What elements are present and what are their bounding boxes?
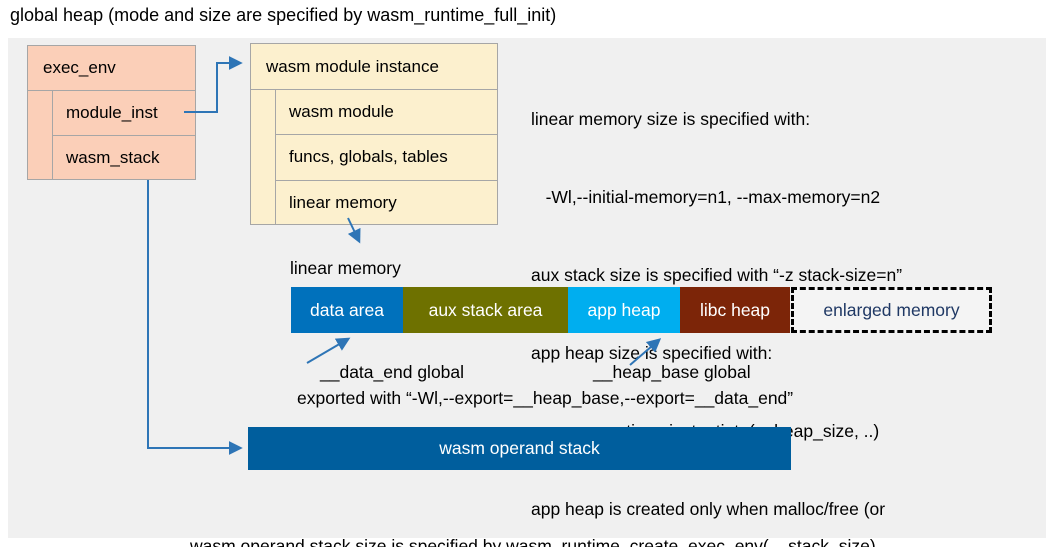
exec-env-gutter [28,91,53,180]
module-row-linear-memory: linear memory [289,192,397,212]
wasm-module-instance-box: wasm module instance wasm module funcs, … [250,43,498,225]
wasm-module-instance-gutter [251,90,276,225]
module-row-wasm-module: wasm module [276,90,497,136]
segment-aux-stack-area-label: aux stack area [428,299,543,320]
segment-app-heap-label: app heap [587,299,661,320]
note-line-1: linear memory size is specified with: [531,109,811,129]
note-line-3: aux stack size is specified with “-z sta… [531,265,903,285]
exec-env-row-module-inst: module_inst [53,91,195,136]
module-row-funcs-globals-tables: funcs, globals, tables [276,135,497,181]
linear-memory-bar: data area aux stack area app heap libc h… [291,287,790,333]
note-line-4: app heap size is specified with: [531,343,773,363]
segment-aux-stack-area: aux stack area [403,287,568,333]
segment-libc-heap: libc heap [680,287,790,333]
exec-env-row-wasm-stack: wasm_stack [66,148,160,167]
segment-data-area-label: data area [310,299,384,320]
data-end-global-label: __data_end global [320,362,465,382]
wasm-operand-stack-bar: wasm operand stack [248,427,791,470]
diagram-title: global heap (mode and size are specified… [10,5,557,25]
segment-data-area: data area [291,287,403,333]
note-line-6: app heap is created only when malloc/fre… [531,499,886,519]
linear-memory-label: linear memory [290,258,401,278]
wasm-module-instance-header: wasm module instance [251,44,497,90]
wasm-operand-stack-label: wasm operand stack [439,438,600,458]
segment-enlarged-memory-label: enlarged memory [823,299,960,320]
bottom-note-line-1: wasm operand stack size is specified by … [190,536,876,547]
segment-libc-heap-label: libc heap [699,299,771,320]
operand-stack-notes: wasm operand stack size is specified by … [190,481,876,547]
exec-env-box: exec_env module_inst wasm_stack [27,45,196,180]
exported-flags-label: exported with “-Wl,--export=__heap_base,… [297,388,794,408]
segment-enlarged-memory: enlarged memory [791,287,992,333]
heap-base-global-label: __heap_base global [593,362,751,382]
exec-env-header: exec_env [28,46,195,91]
segment-app-heap: app heap [568,287,680,333]
note-line-2: -Wl,--initial-memory=n1, --max-memory=n2 [531,187,881,207]
